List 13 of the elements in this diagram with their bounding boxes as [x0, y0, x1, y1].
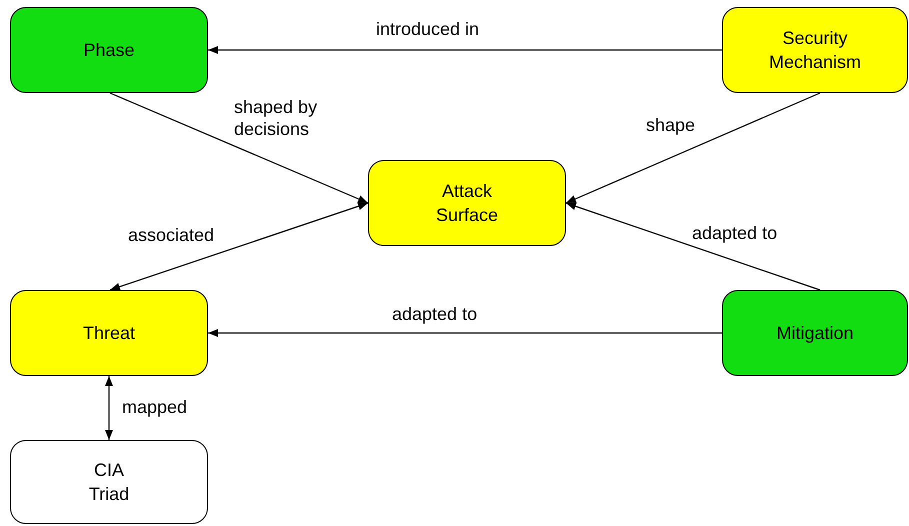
arrow [110, 202, 368, 291]
concept-box: Attack Surface [368, 160, 566, 246]
concept-box: Phase [10, 7, 208, 93]
concept-box: Mitigation [722, 290, 908, 376]
concept-box: CIA Triad [10, 440, 208, 524]
arrow [208, 46, 722, 54]
arrow [110, 92, 368, 204]
arrow [105, 376, 113, 440]
arrow [566, 92, 820, 204]
concept-box: Security Mechanism [722, 7, 908, 93]
concept-box: Threat [10, 290, 208, 376]
arrow [208, 329, 722, 337]
arrow [566, 202, 820, 291]
